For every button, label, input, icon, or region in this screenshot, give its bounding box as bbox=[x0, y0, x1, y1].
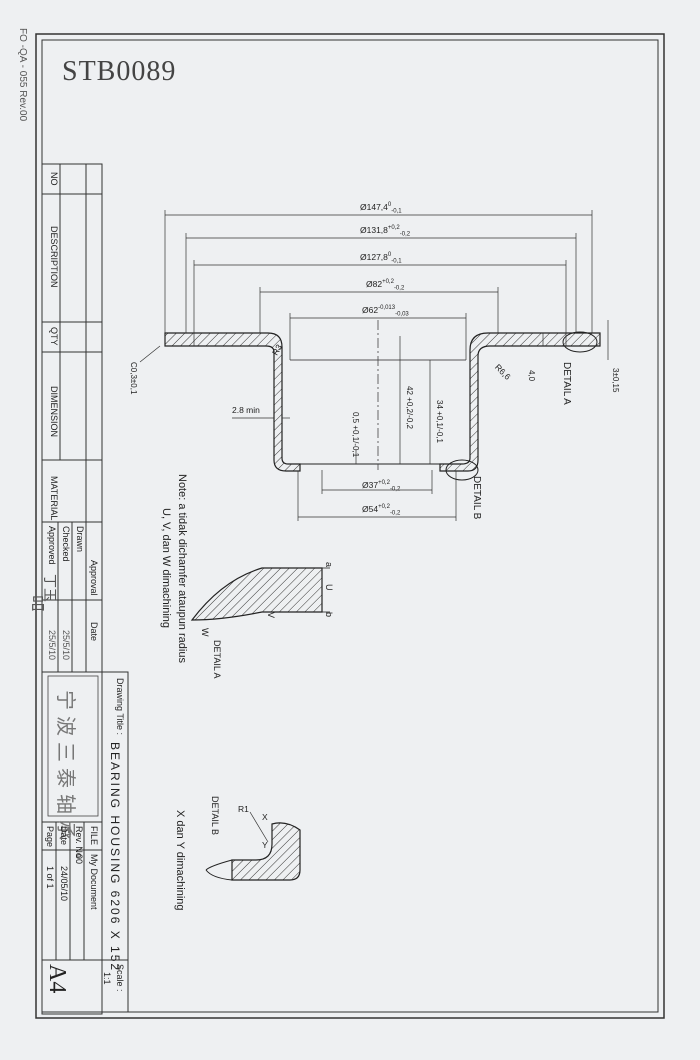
detail-b-circle bbox=[445, 459, 479, 481]
drawing-title: BEARING HOUSING 6206 X 152 bbox=[108, 742, 122, 973]
approval-date-1: 25/5/10 bbox=[61, 630, 71, 661]
dim-127: Ø127,80-0,1 bbox=[360, 252, 402, 265]
file-value: My Document bbox=[89, 854, 99, 910]
rev-header-no: NO bbox=[49, 172, 59, 186]
detail-a-circle bbox=[562, 331, 598, 353]
detail-b-r1-leader bbox=[249, 811, 269, 843]
rev-header-material: MATERIAL bbox=[49, 476, 59, 521]
rev-header-qty: QTY bbox=[49, 327, 59, 346]
scale-label: Scale : bbox=[115, 964, 125, 992]
detail-b-left-curve2 bbox=[205, 869, 233, 881]
sheet-size: A4 bbox=[44, 964, 70, 994]
company-name: 宁波三泰轴承 bbox=[54, 690, 78, 846]
dim-thk4: 4,0 bbox=[527, 370, 536, 382]
detail-b-shape bbox=[231, 822, 301, 881]
approval-row-approved: Approved bbox=[47, 526, 57, 565]
detail-a-u: U bbox=[324, 584, 334, 591]
detail-a-v: V bbox=[266, 612, 276, 619]
date-label: Date bbox=[59, 826, 69, 846]
detail-a-shape bbox=[190, 567, 323, 621]
dim-82: Ø82+0,2-0,2 bbox=[366, 279, 405, 292]
approval-date-header: Date bbox=[89, 622, 99, 642]
dim-2-8-min: 2.8 min bbox=[232, 405, 260, 415]
approval-row-checked: Checked bbox=[61, 526, 71, 562]
detail-a-caption: DETAIL A bbox=[212, 640, 222, 679]
dimension-lines bbox=[139, 210, 609, 521]
date-value: 24/05/10 bbox=[59, 866, 69, 902]
dim-62: Ø62-0,013-0,03 bbox=[362, 305, 409, 318]
dim-thk3: 3±0,15 bbox=[611, 368, 620, 393]
detail-a-b: b bbox=[324, 612, 334, 618]
dim-131: Ø131,8+0,2-0,2 bbox=[360, 225, 411, 238]
outer-border bbox=[35, 33, 665, 1019]
rev-header-dimension: DIMENSION bbox=[49, 386, 59, 438]
detail-b-label: DETAIL B bbox=[471, 476, 482, 520]
detail-b-left-curve bbox=[205, 859, 233, 871]
dim-42: 42 +0,2/-0,2 bbox=[405, 386, 414, 429]
detail-a-w: W bbox=[200, 628, 210, 637]
detail-a-label: DETAIL A bbox=[561, 362, 572, 405]
note-line-2: U, V, dan W dimachining bbox=[160, 508, 172, 629]
file-label: FILE bbox=[89, 826, 99, 846]
dim-54: Ø54+0,2-0,2 bbox=[362, 504, 401, 517]
revision-table-grid bbox=[41, 163, 129, 1015]
xy-note: X dan Y dimachining bbox=[174, 810, 186, 911]
housing-section-right bbox=[439, 332, 601, 472]
detail-b-x: X bbox=[262, 812, 268, 822]
approval-title: Approval bbox=[89, 560, 99, 596]
note-line-1: Note: a tidak dichamfer ataupun radius bbox=[176, 474, 188, 663]
form-code: FO -QA - 055 Rev.00 bbox=[17, 28, 28, 122]
dim-147: Ø147,40-0,1 bbox=[360, 202, 402, 215]
page-label: Page bbox=[45, 826, 55, 848]
inner-border bbox=[41, 39, 659, 1013]
drawing-number: STB0089 bbox=[62, 56, 177, 87]
detail-b-caption: DETAIL B bbox=[210, 796, 220, 836]
housing-section-left bbox=[164, 332, 301, 472]
approval-row-drawn: Drawn bbox=[75, 526, 85, 553]
dim-34: 34 +0,1/-0,1 bbox=[435, 400, 444, 443]
signature-checked: 吕 bbox=[30, 594, 47, 613]
drawing-title-label: Drawing Title : bbox=[115, 678, 125, 736]
detail-b-r1: R1 bbox=[238, 804, 249, 814]
approval-date-2: 25/5/10 bbox=[47, 630, 57, 661]
scale-value: 1:1 bbox=[102, 972, 112, 985]
dim-chamfer: C0,3±0,1 bbox=[129, 362, 138, 395]
dim-37: Ø37+0,2-0,2 bbox=[362, 480, 401, 493]
rev-value: 00 bbox=[74, 854, 84, 865]
dim-05: 0,5 +0,1/-0,1 bbox=[351, 412, 360, 458]
company-logo-frame bbox=[47, 675, 99, 817]
detail-b-y: Y bbox=[262, 840, 268, 850]
detail-a-a: a bbox=[324, 562, 334, 568]
rev-header-description: DESCRIPTION bbox=[49, 226, 59, 288]
page-value: 1 of 1 bbox=[45, 866, 55, 889]
